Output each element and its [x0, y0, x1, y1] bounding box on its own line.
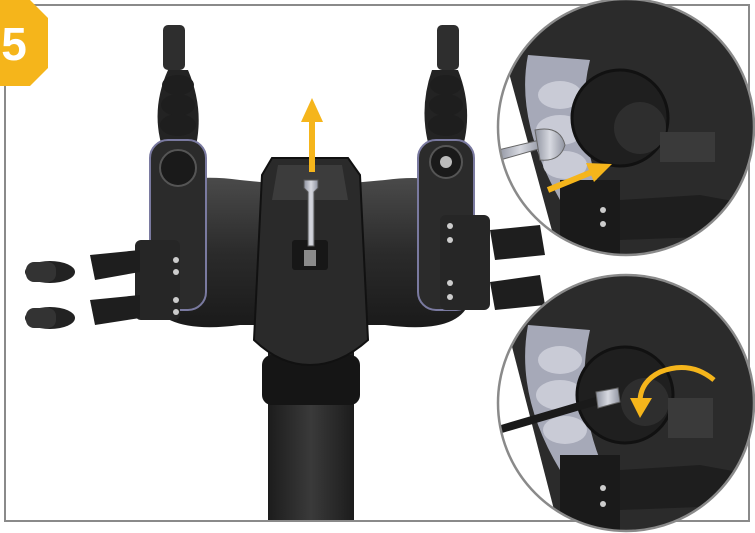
arrow-diagonal-icon [546, 163, 612, 193]
detail-circle-turn-key [496, 273, 755, 533]
detail-circle-insert-key [496, 0, 755, 257]
key-icon [498, 387, 621, 434]
rotate-counterclockwise-icon [630, 365, 716, 418]
rack-body [150, 157, 470, 520]
right-arm [417, 25, 545, 311]
key-icon [498, 128, 566, 161]
step-badge: 5 [0, 0, 48, 86]
arrow-up-icon [301, 98, 323, 172]
hexagon-badge-icon [0, 0, 48, 86]
step-number: 5 [1, 18, 27, 70]
left-arm [25, 25, 207, 329]
key-icon [303, 179, 319, 247]
